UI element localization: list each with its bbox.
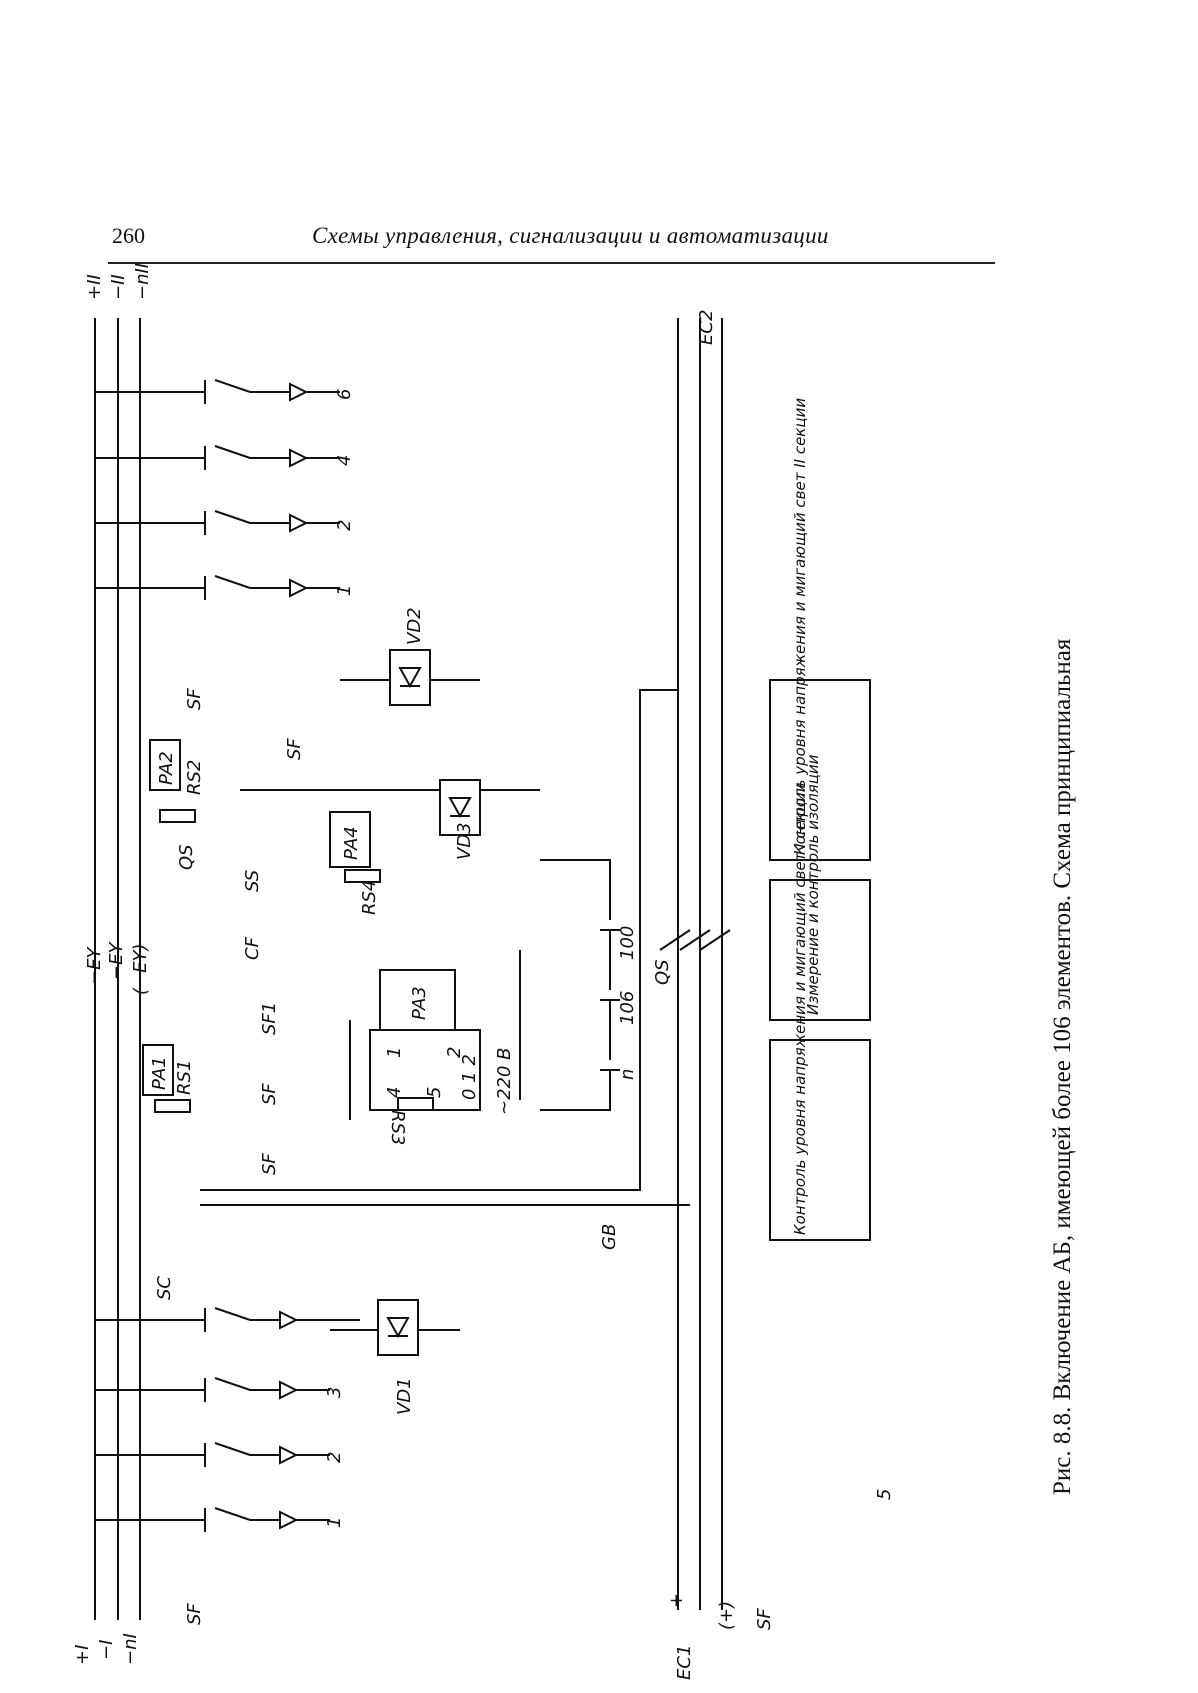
label-ec1: EC1 xyxy=(674,1645,695,1680)
label-sf-c: SF xyxy=(184,1603,205,1625)
pa4-rect xyxy=(329,811,371,868)
label-ey3: (−EY) xyxy=(130,944,151,996)
label-sc: SC xyxy=(154,1276,175,1300)
pin-4: 4 xyxy=(384,1087,405,1098)
label-minus-II: −II xyxy=(108,274,129,300)
label-cell-106: 106 xyxy=(617,991,638,1025)
label-gb: GB xyxy=(599,1224,620,1250)
label-minus-I: −I xyxy=(96,1640,117,1660)
label-supply: ~220 В xyxy=(494,1047,515,1115)
label-group-5: 5 xyxy=(874,1489,895,1500)
label-vd1: VD1 xyxy=(394,1377,415,1415)
block-text-1: Контроль уровня напряжения и мигающий св… xyxy=(791,782,809,1235)
block-text-2: Измерение и контроль изоляции xyxy=(804,754,822,1015)
label-ey2: −EY xyxy=(106,941,127,980)
feeder-group-bottom xyxy=(95,1307,360,1532)
label-pa3: PA3 xyxy=(409,986,430,1020)
label-plus-I: +I xyxy=(72,1645,93,1665)
figure-caption: Рис. 8.8. Включение АБ, имеющей более 10… xyxy=(1049,638,1076,1495)
label-vd2: VD2 xyxy=(404,607,425,645)
label-qs2: QS xyxy=(652,959,673,985)
label-minus-n-I: −nI xyxy=(120,1633,141,1665)
pin-1: 1 xyxy=(384,1047,405,1058)
feeder-num-1b: 1 xyxy=(324,1517,345,1528)
label-pa1: PA1 xyxy=(149,1056,170,1090)
label-sf-e: SF xyxy=(284,738,305,760)
label-minus-n-II: −nII xyxy=(132,263,153,300)
label-sf-d: SF xyxy=(184,688,205,710)
pin-5: 5 xyxy=(424,1087,445,1098)
label-pa4: PA4 xyxy=(341,826,362,860)
label-rs2: RS2 xyxy=(184,760,205,795)
feeder-num-4: 4 xyxy=(334,455,355,466)
pa1-rect xyxy=(142,1044,174,1096)
label-rs4: RS4 xyxy=(359,880,380,915)
label-ss: SS xyxy=(242,870,263,892)
vd2-box xyxy=(389,649,431,706)
label-cell-100: 100 xyxy=(617,926,638,960)
pin-012: 0 1 2 xyxy=(459,1054,480,1100)
label-ey1: −EY xyxy=(84,946,105,985)
label-minus: − xyxy=(690,1593,711,1608)
label-plus-paren: (+) xyxy=(716,1601,737,1630)
vd3-box xyxy=(439,779,481,836)
block-rect-2 xyxy=(769,879,871,1021)
label-sf-b: SF xyxy=(259,1153,280,1175)
label-pa2: PA2 xyxy=(156,751,177,785)
header-rule xyxy=(108,262,995,264)
feeder-group-top xyxy=(95,379,340,600)
label-rs3: RS3 xyxy=(387,1110,408,1145)
label-cf: CF xyxy=(242,936,263,960)
schematic-lines xyxy=(94,318,871,1620)
label-sf-f: SF xyxy=(754,1608,775,1630)
block-rect-1 xyxy=(769,1039,871,1241)
page-number: 260 xyxy=(112,223,145,248)
label-sf1: SF1 xyxy=(259,1002,280,1035)
feeder-num-6: 6 xyxy=(334,389,355,400)
label-plus-II: +II xyxy=(84,274,105,300)
label-vd3: VD3 xyxy=(454,822,475,860)
vd1-box xyxy=(377,1299,419,1356)
pin-2: 2 xyxy=(444,1047,465,1058)
label-rs1: RS1 xyxy=(174,1060,195,1095)
label-plus: + xyxy=(666,1593,687,1608)
feeder-num-3b: 3 xyxy=(324,1387,345,1398)
label-qs: QS xyxy=(176,844,197,870)
running-title: Схемы управления, сигнализации и автомат… xyxy=(312,223,829,248)
label-cell-n: n xyxy=(617,1069,638,1080)
label-ec2: EC2 xyxy=(696,310,717,345)
feeder-num-2: 2 xyxy=(334,520,355,531)
block-text-3: Контроль уровня напряжения и мигающий св… xyxy=(791,398,809,855)
feeder-num-1: 1 xyxy=(334,585,355,596)
pa2-rect xyxy=(149,739,181,791)
feeder-num-2b: 2 xyxy=(324,1452,345,1463)
block-rect-3 xyxy=(769,679,871,861)
label-sf-a: SF xyxy=(259,1083,280,1105)
